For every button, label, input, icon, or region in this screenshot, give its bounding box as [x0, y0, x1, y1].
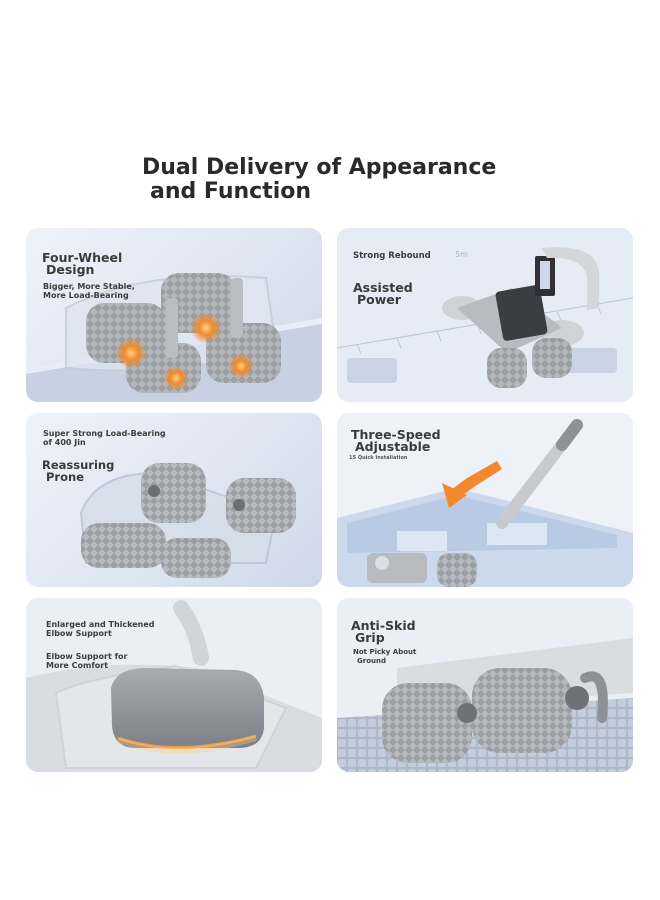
- roller-shape: [161, 538, 231, 578]
- roller-shape: [487, 348, 527, 388]
- phone-screen: [495, 285, 548, 341]
- four-wheel-roller-illustration: [26, 273, 322, 402]
- page-title-line2: and Function: [150, 179, 312, 204]
- panel-load-bearing: Super Strong Load-Bearing of 400 Jin Rea…: [26, 413, 322, 587]
- heading-three-speed: Three-Speed Adjustable: [351, 427, 441, 454]
- heading-anti-skid: Anti-Skid Grip: [351, 618, 416, 645]
- glow-light: [115, 337, 147, 369]
- arrow-shape: [442, 483, 467, 508]
- load-bearing-roller-illustration: [79, 463, 296, 578]
- ab-roller-phone-illustration: [337, 228, 633, 402]
- page-title-line1: Dual Delivery of Appearance: [142, 155, 497, 180]
- heading-reassuring-prone: Reassuring Prone: [42, 458, 115, 484]
- anti-skid-roller-illustration: [337, 598, 633, 772]
- three-speed-illustration: [337, 413, 633, 587]
- panel-strong-rebound: Strong Rebound 5m Assisted Power: [337, 228, 633, 402]
- page-title: Dual Delivery of Appearance and Function: [142, 156, 582, 204]
- roller-shape: [472, 668, 572, 753]
- elbow-pad-illustration: [26, 598, 322, 772]
- glow-light: [228, 353, 254, 379]
- elbow-pad: [111, 668, 264, 748]
- sub-elbow-comfort: Elbow Support for More Comfort: [46, 652, 128, 670]
- roller-shape: [532, 338, 572, 378]
- roller-shape: [437, 553, 477, 587]
- roller-shape: [382, 683, 472, 763]
- sub-enlarged-thickened: Enlarged and Thickened Elbow Support: [46, 620, 155, 638]
- roller-shape: [141, 463, 206, 523]
- glow-light: [190, 312, 222, 344]
- ruler-mark: 5m: [455, 250, 468, 259]
- sub-load-bearing: Super Strong Load-Bearing of 400 Jin: [43, 429, 166, 447]
- panel-three-speed: Three-Speed Adjustable 1S Quick Installa…: [337, 413, 633, 587]
- panel-anti-skid: Anti-Skid Grip Not Picky About Ground: [337, 598, 633, 772]
- roller-shape: [81, 523, 166, 568]
- heading-assisted-power: Assisted Power: [353, 280, 413, 307]
- top-strong-rebound: Strong Rebound: [353, 251, 431, 261]
- tiny-quick-install: 1S Quick Installation: [349, 455, 408, 461]
- sub-four-wheel: Bigger, More Stable, More Load-Bearing: [43, 282, 135, 300]
- sub-not-picky: Not Picky About Ground: [353, 648, 417, 665]
- arrow-shape: [447, 461, 502, 499]
- roller-shape: [226, 478, 296, 533]
- heading-four-wheel: Four-Wheel Design: [42, 250, 123, 277]
- glow-light: [163, 365, 189, 391]
- panel-four-wheel: Four-Wheel Design Bigger, More Stable, M…: [26, 228, 322, 402]
- roller-shape: [206, 323, 281, 383]
- panel-elbow-support: Enlarged and Thickened Elbow Support Elb…: [26, 598, 322, 772]
